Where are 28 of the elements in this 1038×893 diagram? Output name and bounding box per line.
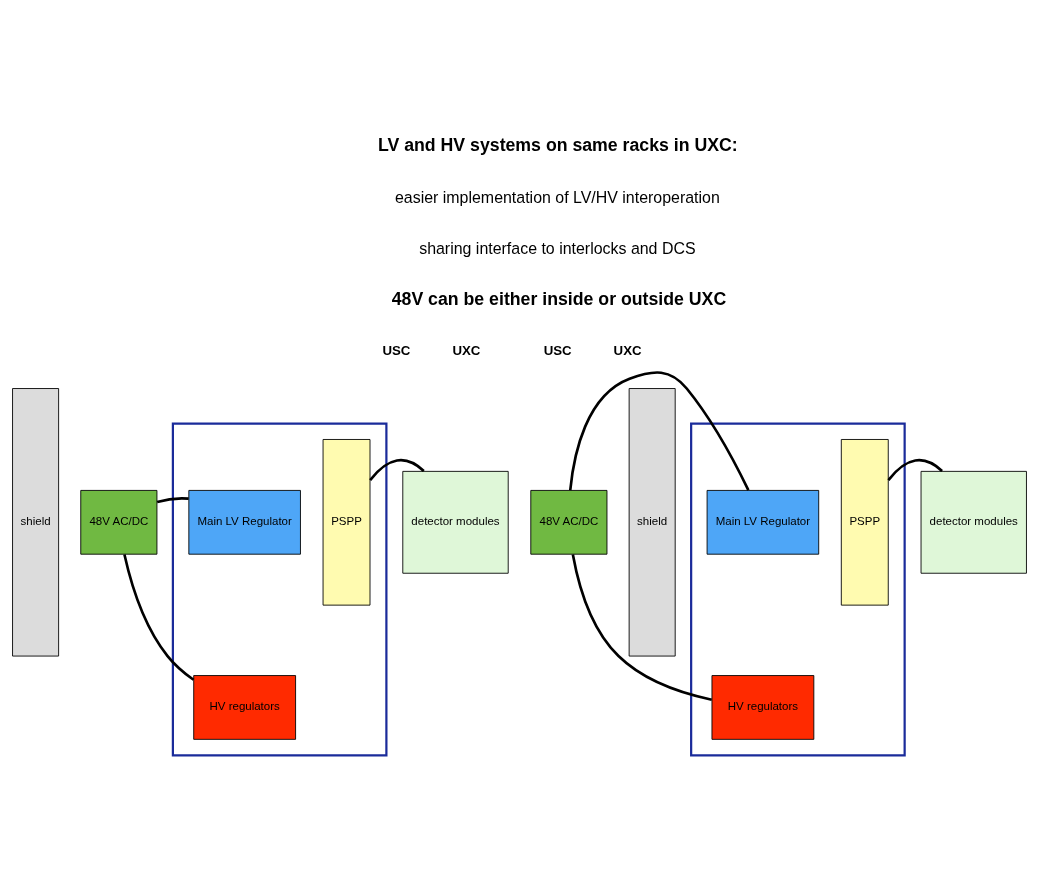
node-box: Main LV Regulator [706, 489, 819, 555]
node-box: shield [628, 387, 676, 656]
label: LV and HV systems on same racks in UXC: [377, 134, 738, 155]
node-box: HV regulators [711, 674, 814, 740]
node-box: detector modules [920, 470, 1027, 574]
connector [122, 553, 194, 681]
connector [368, 458, 425, 481]
connector [886, 458, 943, 481]
cluster [689, 421, 906, 756]
connector [156, 496, 189, 503]
node-box: PSPP [322, 438, 370, 606]
label: UXC [613, 342, 642, 358]
label: easier implementation of LV/HV interoperation [394, 188, 720, 206]
node-box: Main LV Regulator [187, 489, 301, 555]
node-box: 48V AC/DC [79, 489, 157, 555]
connector [568, 370, 750, 491]
label: UXC [451, 342, 480, 358]
node-box: shield [11, 387, 59, 656]
cluster [171, 421, 387, 756]
label: USC [381, 342, 410, 358]
label: USC [543, 342, 572, 358]
node-box: HV regulators [192, 674, 296, 740]
label: sharing interface to interlocks and DCS [418, 239, 696, 257]
node-box: 48V AC/DC [529, 489, 607, 555]
node-box: PSPP [840, 438, 889, 606]
node-box: detector modules [401, 470, 509, 574]
label: 48V can be either inside or outside UXC [391, 288, 726, 309]
connector [571, 553, 712, 701]
